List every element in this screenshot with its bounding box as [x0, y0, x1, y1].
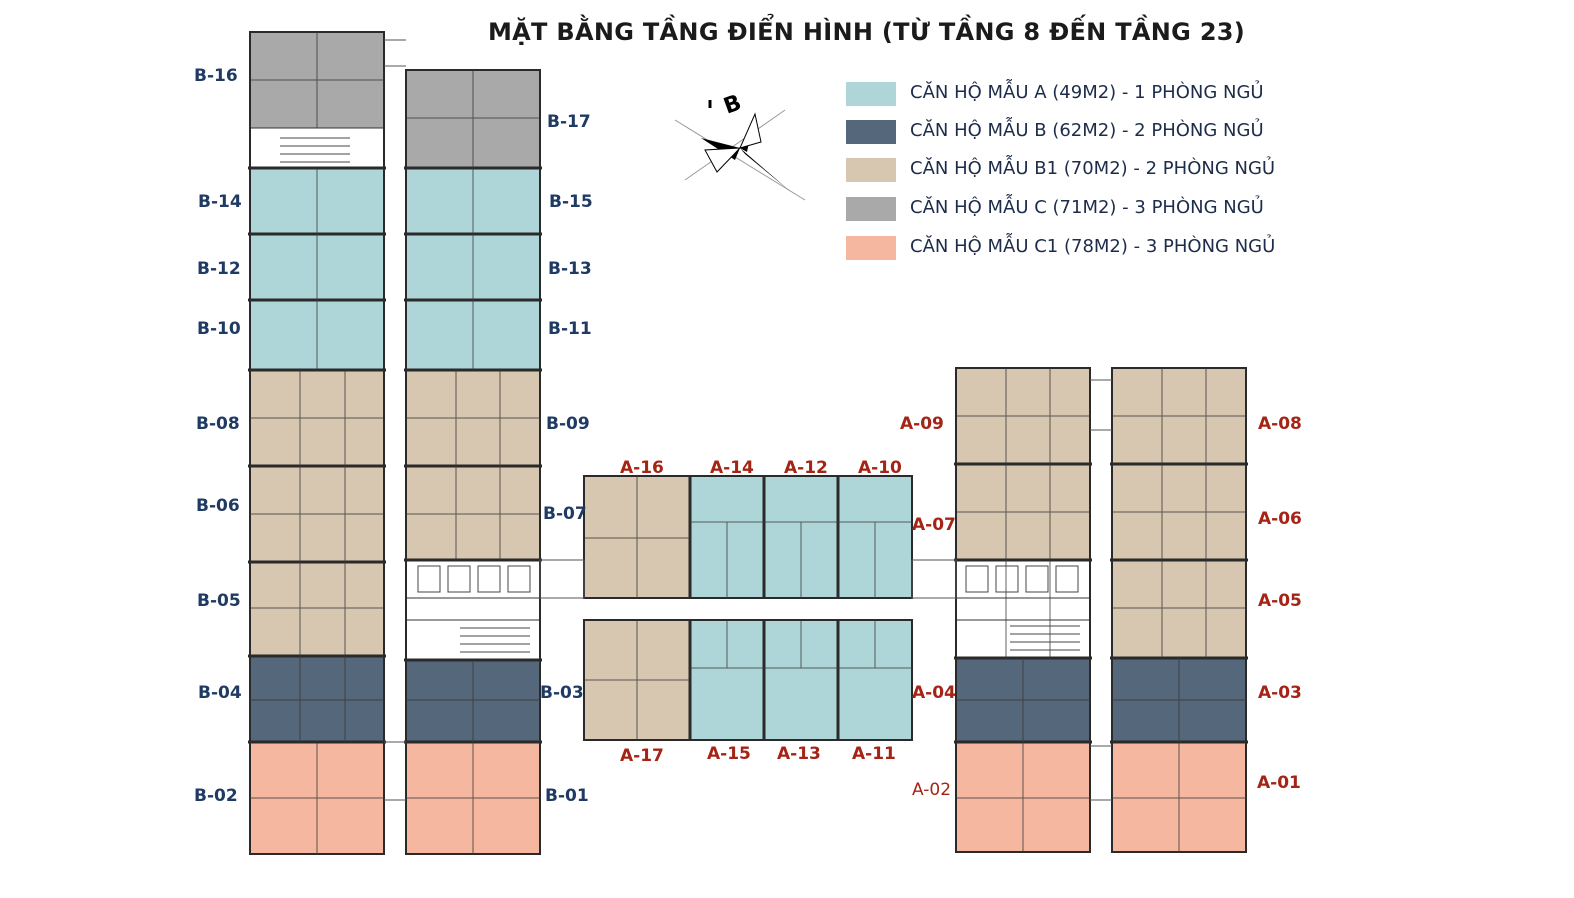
legend-item-a: CĂN HỘ MẪU A (49M2) - 1 PHÒNG NGỦ: [846, 80, 1286, 108]
unit-b05: [250, 562, 384, 656]
legend-swatch-c1: [846, 236, 896, 260]
legend-swatch-b: [846, 120, 896, 144]
unit-label-a13: A-13: [777, 744, 821, 764]
unit-label-b05: B-05: [197, 591, 241, 611]
unit-label-b08: B-08: [196, 414, 240, 434]
unit-label-b10: B-10: [197, 319, 241, 339]
page-title: MẶT BẰNG TẦNG ĐIỂN HÌNH (TỪ TẦNG 8 ĐẾN T…: [488, 18, 1246, 46]
unit-label-b16: B-16: [194, 66, 238, 86]
unit-label-a11: A-11: [852, 744, 896, 764]
unit-label-b02: B-02: [194, 786, 238, 806]
unit-label-b11: B-11: [548, 319, 592, 339]
unit-label-b07: B-07: [543, 504, 587, 524]
legend-label-c: CĂN HỘ MẪU C (71M2) - 3 PHÒNG NGỦ: [910, 197, 1264, 218]
unit-label-a14: A-14: [710, 458, 754, 478]
unit-label-b04: B-04: [198, 683, 242, 703]
legend-swatch-a: [846, 82, 896, 106]
block-a-center: [584, 476, 912, 740]
block-b-left-column: [249, 32, 385, 854]
unit-a05: [1112, 560, 1246, 658]
unit-label-a06: A-06: [1258, 509, 1302, 529]
legend-label-b: CĂN HỘ MẪU B (62M2) - 2 PHÒNG NGỦ: [910, 120, 1264, 141]
unit-label-b15: B-15: [549, 192, 593, 212]
stair-core-b-right: [405, 619, 541, 661]
unit-label-a17: A-17: [620, 746, 664, 766]
unit-label-a16: A-16: [620, 458, 664, 478]
unit-label-a07: A-07: [912, 515, 956, 535]
unit-label-a10: A-10: [858, 458, 902, 478]
unit-label-a12: A-12: [784, 458, 828, 478]
legend-label-c1: CĂN HỘ MẪU C1 (78M2) - 3 PHÒNG NGỦ: [910, 236, 1276, 257]
unit-b04: [250, 656, 384, 742]
wall-lines: [248, 31, 1248, 855]
unit-label-b06: B-06: [196, 496, 240, 516]
unit-b07: [406, 466, 540, 560]
unit-label-a04: A-04: [912, 683, 956, 703]
legend-item-c: CĂN HỘ MẪU C (71M2) - 3 PHÒNG NGỦ: [846, 195, 1286, 223]
legend-label-a: CĂN HỘ MẪU A (49M2) - 1 PHÒNG NGỦ: [910, 82, 1264, 103]
unit-label-a05: A-05: [1258, 591, 1302, 611]
unit-label-b01: B-01: [545, 786, 589, 806]
unit-label-a08: A-08: [1258, 414, 1302, 434]
unit-label-b12: B-12: [197, 259, 241, 279]
legend-item-b: CĂN HỘ MẪU B (62M2) - 2 PHÒNG NGỦ: [846, 118, 1286, 146]
unit-label-b03: B-03: [540, 683, 584, 703]
legend-swatch-b1: [846, 158, 896, 182]
unit-label-a09: A-09: [900, 414, 944, 434]
unit-label-a15: A-15: [707, 744, 751, 764]
legend-label-b1: CĂN HỘ MẪU B1 (70M2) - 2 PHÒNG NGỦ: [910, 158, 1276, 179]
unit-label-a02: A-02: [912, 780, 952, 800]
legend-swatch-c: [846, 197, 896, 221]
unit-label-a01: A-01: [1257, 773, 1301, 793]
block-a-right-columns: [955, 368, 1246, 852]
compass-label: B: [721, 90, 745, 119]
legend-item-b1: CĂN HỘ MẪU B1 (70M2) - 2 PHÒNG NGỦ: [846, 156, 1286, 184]
unit-label-a03: A-03: [1258, 683, 1302, 703]
unit-label-b13: B-13: [548, 259, 592, 279]
unit-label-b17: B-17: [547, 112, 591, 132]
unit-label-b09: B-09: [546, 414, 590, 434]
legend-item-c1: CĂN HỘ MẪU C1 (78M2) - 3 PHÒNG NGỦ: [846, 234, 1286, 262]
north-compass-icon: B: [674, 90, 806, 201]
stair-core-b-left: [249, 127, 385, 169]
unit-label-b14: B-14: [198, 192, 242, 212]
